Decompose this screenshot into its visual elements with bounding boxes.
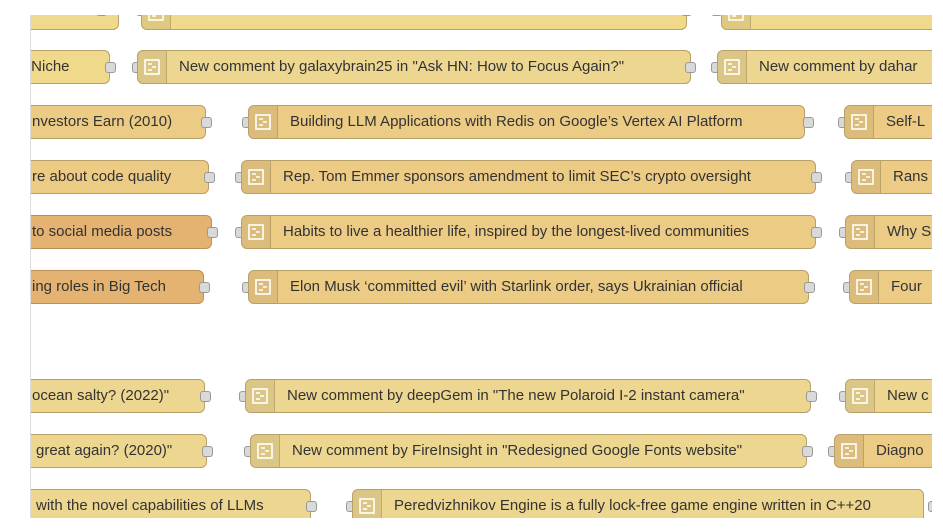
flow-node[interactable]: Elon Musk ‘committed evil’ with Starlink… (248, 270, 809, 304)
node-label: great again? (2020)" (36, 442, 173, 459)
flow-node[interactable]: nvestors Earn (2010) (31, 105, 206, 139)
output-port[interactable] (204, 172, 215, 183)
function-node-icon (852, 161, 881, 193)
output-port[interactable] (804, 282, 815, 293)
node-label: New comment by FireInsight in "Redesigne… (292, 442, 743, 459)
function-node-icon (846, 216, 875, 248)
function-node-icon (138, 51, 167, 83)
output-port[interactable] (200, 391, 211, 402)
output-port[interactable] (811, 172, 822, 183)
flow-node[interactable] (31, 15, 119, 30)
node-label: Rep. Tom Emmer sponsors amendment to lim… (283, 168, 751, 185)
output-port[interactable] (199, 282, 210, 293)
flow-node[interactable]: Habits to live a healthier life, inspire… (241, 215, 816, 249)
node-label: nvestors Earn (2010) (32, 113, 173, 130)
node-label: New comment by deepGem in "The new Polar… (287, 387, 745, 404)
function-node-icon (251, 435, 280, 467)
flow-node[interactable] (721, 15, 932, 30)
node-label: ing roles in Big Tech (32, 278, 166, 295)
output-port[interactable] (685, 62, 696, 73)
flow-node[interactable]: New comment by deepGem in "The new Polar… (245, 379, 811, 413)
flow-node[interactable]: great again? (2020)" (31, 434, 207, 468)
function-node-icon (846, 380, 875, 412)
flow-node[interactable]: ing roles in Big Tech (31, 270, 204, 304)
flow-node[interactable]: New comment by dahar (717, 50, 932, 84)
flow-node[interactable]: Rans (851, 160, 932, 194)
function-node-icon (718, 51, 747, 83)
flow-node[interactable]: Why S (845, 215, 932, 249)
flow-node[interactable] (141, 15, 687, 30)
node-label: Why S (887, 223, 932, 240)
flow-node[interactable]: re about code quality (31, 160, 209, 194)
node-label: Four (891, 278, 922, 295)
node-label: Rans (893, 168, 929, 185)
function-node-icon (246, 380, 275, 412)
node-label: New c (887, 387, 929, 404)
output-port[interactable] (802, 446, 813, 457)
output-port[interactable] (803, 117, 814, 128)
flow-node[interactable]: Four (849, 270, 932, 304)
function-node-icon (722, 15, 751, 29)
output-port[interactable] (207, 227, 218, 238)
output-port[interactable] (202, 446, 213, 457)
output-port[interactable] (928, 501, 932, 512)
function-node-icon (142, 15, 171, 29)
function-node-icon (845, 106, 874, 138)
flow-node[interactable]: to social media posts (31, 215, 212, 249)
function-node-icon (353, 490, 382, 518)
function-node-icon (850, 271, 879, 303)
flow-node[interactable]: New comment by FireInsight in "Redesigne… (250, 434, 807, 468)
function-node-icon (835, 435, 864, 467)
node-label: re about code quality (32, 168, 172, 185)
output-port[interactable] (806, 391, 817, 402)
flow-node[interactable]: r Niche (31, 50, 110, 84)
node-label: Diagno (876, 442, 924, 459)
node-label: to social media posts (32, 223, 173, 240)
node-label: with the novel capabilities of LLMs (36, 497, 264, 514)
node-label: Elon Musk ‘committed evil’ with Starlink… (290, 278, 743, 295)
flow-node[interactable]: ocean salty? (2022)" (31, 379, 205, 413)
node-label: Self-L (886, 113, 926, 130)
node-label: Habits to live a healthier life, inspire… (283, 223, 750, 240)
function-node-icon (249, 271, 278, 303)
flow-node[interactable]: Diagno (834, 434, 932, 468)
function-node-icon (242, 216, 271, 248)
function-node-icon (242, 161, 271, 193)
flow-node[interactable]: New comment by galaxybrain25 in "Ask HN:… (137, 50, 691, 84)
node-label: ocean salty? (2022)" (32, 387, 170, 404)
flow-node[interactable]: Rep. Tom Emmer sponsors amendment to lim… (241, 160, 816, 194)
flow-node[interactable]: New c (845, 379, 932, 413)
flow-node[interactable]: Self-L (844, 105, 932, 139)
node-label: New comment by galaxybrain25 in "Ask HN:… (179, 58, 625, 75)
output-port[interactable] (681, 15, 692, 16)
output-port[interactable] (306, 501, 317, 512)
node-label: New comment by dahar (759, 58, 918, 75)
output-port[interactable] (811, 227, 822, 238)
flow-canvas[interactable]: r Niche New comment by galaxybrain25 in … (30, 15, 932, 518)
node-label: r Niche (31, 58, 70, 75)
flow-node[interactable]: Peredvizhnikov Engine is a fully lock-fr… (352, 489, 924, 518)
output-port[interactable] (105, 62, 116, 73)
flow-node[interactable]: Building LLM Applications with Redis on … (248, 105, 805, 139)
flow-node[interactable]: with the novel capabilities of LLMs (31, 489, 311, 518)
function-node-icon (249, 106, 278, 138)
node-label: Building LLM Applications with Redis on … (290, 113, 743, 130)
output-port[interactable] (201, 117, 212, 128)
node-label: Peredvizhnikov Engine is a fully lock-fr… (394, 497, 871, 514)
